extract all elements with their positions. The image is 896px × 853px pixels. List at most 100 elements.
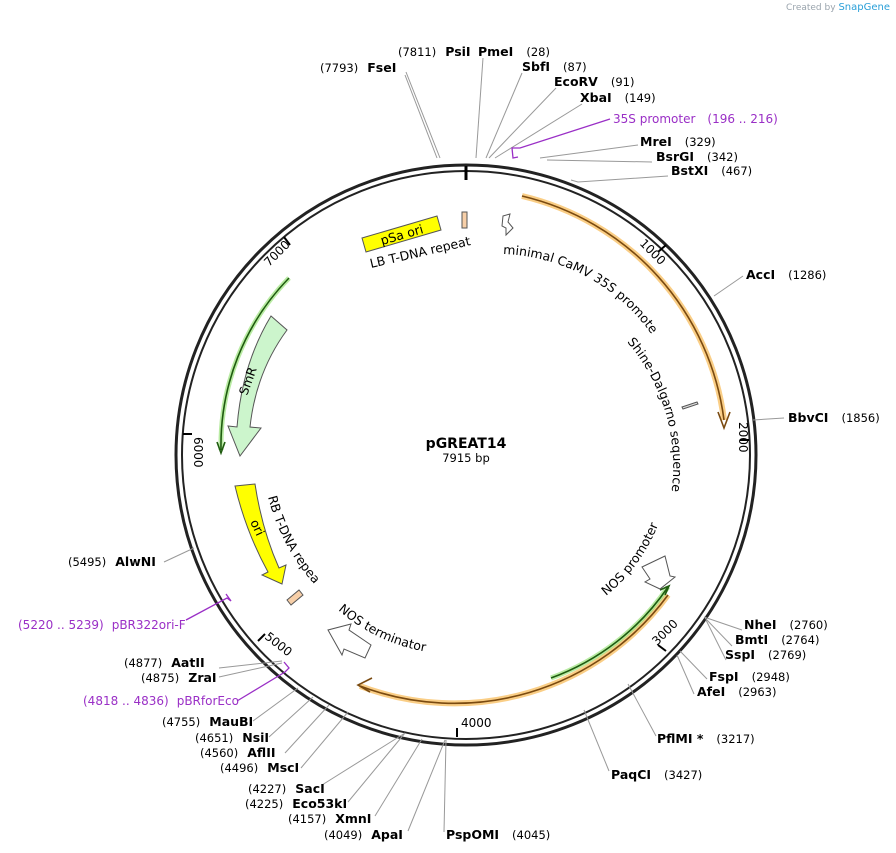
primer-pBR322ori-F[interactable]: (5220 .. 5239)pBR322ori-F (18, 618, 186, 632)
enzyme-alwni-pos: (5495) (68, 555, 106, 569)
enzyme-paqci-name: PaqCI (611, 767, 651, 782)
enzyme-saci[interactable]: (4227)SacI (248, 781, 325, 796)
enzyme-maubi-pos: (4755) (162, 715, 200, 729)
enzyme-fsei[interactable]: (7793)FseI (320, 60, 396, 75)
enzyme-afei-pos: (2963) (738, 685, 776, 699)
enzyme-nhei-pos: (2760) (790, 618, 828, 632)
enzyme-apai-name: ApaI (371, 827, 403, 842)
enzyme-afei[interactable]: AfeI (2963) (697, 684, 777, 699)
enzyme-sbfi-name: SbfI (522, 59, 550, 74)
enzyme-labels: (7811)PsiI (7793)FseI PmeI(28) SbfI(87) … (68, 44, 880, 842)
primer-35S-name: 35S promoter (613, 112, 695, 126)
enzyme-bbvci-pos: (1856) (841, 411, 879, 425)
enzyme-bbvci[interactable]: BbvCI (1856) (788, 410, 880, 425)
enzyme-acci[interactable]: AccI (1286) (746, 267, 826, 282)
enzyme-nsii-name: NsiI (242, 730, 269, 745)
enzyme-paqci[interactable]: PaqCI (3427) (611, 767, 702, 782)
plasmid-length: 7915 bp (442, 451, 490, 465)
enzyme-sbfi-pos: (87) (563, 60, 587, 74)
enzyme-alwni[interactable]: (5495) AlwNI (68, 554, 156, 569)
enzyme-bstxi-name: BstXI (671, 163, 708, 178)
enzyme-fspi-name: FspI (709, 669, 739, 684)
enzyme-xbai-pos: (149) (625, 91, 656, 105)
enzyme-eco53ki-name: Eco53kI (292, 796, 347, 811)
primer-pBRforEco[interactable]: (4818 .. 4836)pBRforEco (83, 694, 239, 708)
primer-35S-range: (196 .. 216) (707, 112, 777, 126)
enzyme-aatii-name: AatII (171, 655, 204, 670)
enzyme-nsii[interactable]: (4651) NsiI (195, 730, 269, 745)
primer-35S[interactable]: 35S promoter (196 .. 216) (613, 112, 778, 126)
enzyme-xbai[interactable]: XbaI (149) (580, 90, 656, 105)
tick-marks: 1000 2000 3000 4000 5000 6000 7000 (183, 236, 750, 737)
enzyme-ecorv[interactable]: EcoRV(91) (554, 74, 634, 89)
enzyme-bsrgi-pos: (342) (707, 150, 738, 164)
watermark-prefix: Created by (786, 3, 836, 13)
enzyme-pflmi-pos: (3217) (716, 732, 754, 746)
plasmid-name: pGREAT14 (426, 436, 507, 452)
enzyme-msci[interactable]: (4496)MscI (220, 760, 299, 775)
feature-NOS-promoter-label: NOS promoter (598, 519, 661, 598)
enzyme-xmni[interactable]: (4157) XmnI (288, 811, 371, 826)
enzyme-xbai-name: XbaI (580, 90, 612, 105)
enzyme-pmei-pos: (28) (526, 45, 550, 59)
enzyme-bsrgi[interactable]: BsrGI(342) (656, 149, 738, 164)
enzyme-pspomi-name: PspOMI (446, 827, 499, 842)
enzyme-afei-name: AfeI (697, 684, 725, 699)
tick-label-3000: 3000 (649, 617, 680, 648)
feature-SmR: SmR (227, 315, 288, 458)
enzyme-pspomi[interactable]: PspOMI(4045) (446, 827, 550, 842)
enzyme-bmti-name: BmtI (735, 632, 768, 647)
enzyme-fsei-name: FseI (367, 60, 396, 75)
enzyme-acci-name: AccI (746, 267, 775, 282)
enzyme-aflii-name: AflII (247, 745, 275, 760)
enzyme-bstxi[interactable]: BstXI(467) (671, 163, 752, 178)
enzyme-bmti[interactable]: BmtI (2764) (735, 632, 819, 647)
primer-pBRforEco-name: pBRforEco (177, 694, 239, 708)
tick-label-5000: 5000 (262, 629, 295, 659)
enzyme-apai-pos: (4049) (324, 828, 362, 842)
enzyme-sspi[interactable]: SspI(2769) (725, 647, 806, 662)
enzyme-maubi[interactable]: (4755) MauBI (162, 714, 253, 729)
enzyme-fspi[interactable]: FspI (2948) (709, 669, 790, 684)
feature-RB-repeat (286, 589, 304, 606)
enzyme-zrai[interactable]: (4875) ZraI (141, 670, 217, 685)
enzyme-psii-name: PsiI (445, 44, 470, 59)
enzyme-bbvci-name: BbvCI (788, 410, 828, 425)
enzyme-mrei[interactable]: MreI(329) (640, 134, 716, 149)
enzyme-xmni-name: XmnI (335, 811, 371, 826)
enzyme-psii-pos: (7811) (398, 45, 436, 59)
feature-min35S-label: minimal CaMV 35S promoter (0, 0, 661, 336)
enzyme-nsii-pos: (4651) (195, 731, 233, 745)
enzyme-bmti-pos: (2764) (781, 633, 819, 647)
enzyme-psii[interactable]: (7811) PsiI (398, 44, 471, 59)
enzyme-maubi-name: MauBI (209, 714, 253, 729)
enzyme-fspi-pos: (2948) (752, 670, 790, 684)
enzyme-eco53ki-pos: (4225) (245, 797, 283, 811)
enzyme-nhei[interactable]: NheI(2760) (744, 617, 828, 632)
enzyme-xmni-pos: (4157) (288, 812, 326, 826)
enzyme-apai[interactable]: (4049) ApaI (324, 827, 403, 842)
tick-label-4000: 4000 (461, 716, 492, 730)
feature-LB-repeat (461, 211, 468, 229)
enzyme-zrai-pos: (4875) (141, 671, 179, 685)
enzyme-pflmi[interactable]: PflMI *(3217) (657, 731, 755, 746)
enzyme-paqci-pos: (3427) (664, 768, 702, 782)
feature-NOS-terminator-arrow (327, 623, 372, 659)
tick-label-2000: 2000 (736, 422, 750, 453)
feature-min35S-arrow (501, 213, 514, 237)
enzyme-eco53ki[interactable]: (4225) Eco53kI (245, 796, 347, 811)
primer-labels: 35S promoter (196 .. 216) (4818 .. 4836)p… (18, 112, 778, 708)
feature-ori-label: ori (247, 517, 267, 538)
primer-pBR322ori-F-name: pBR322ori-F (112, 618, 186, 632)
enzyme-alwni-name: AlwNI (115, 554, 156, 569)
enzyme-pmei[interactable]: PmeI(28) (478, 44, 550, 59)
enzyme-aatii[interactable]: (4877)AatII (124, 655, 205, 670)
feature-SD-label: Shine-Dalgarno sequence (625, 334, 686, 493)
tick-mark-5000 (257, 633, 266, 642)
feature-ori: ori (234, 483, 287, 585)
enzyme-acci-pos: (1286) (788, 268, 826, 282)
enzyme-sbfi[interactable]: SbfI (87) (522, 59, 587, 74)
enzyme-zrai-name: ZraI (188, 670, 216, 685)
tick-mark-7000 (283, 236, 291, 246)
enzyme-aflii[interactable]: (4560)AflII (200, 745, 276, 760)
